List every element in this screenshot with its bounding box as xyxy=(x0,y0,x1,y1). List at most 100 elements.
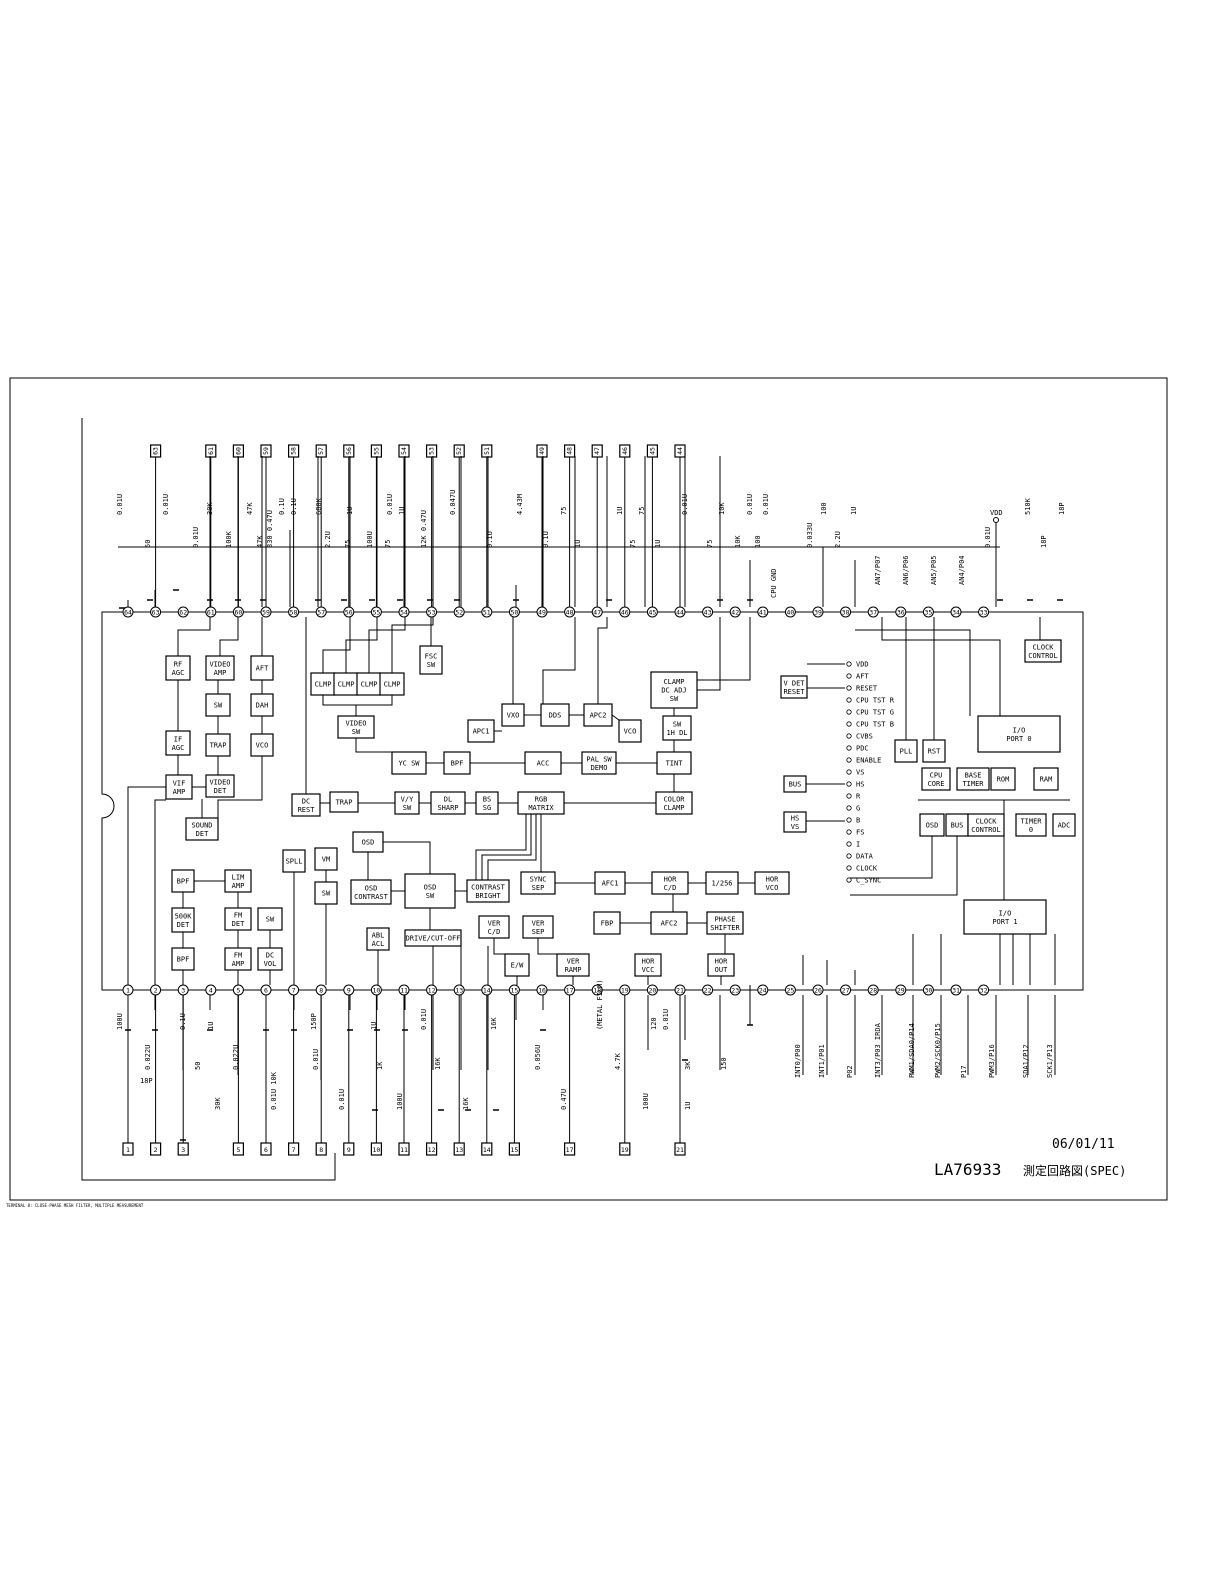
terminal-63 xyxy=(150,444,162,458)
component-value: 0.047U xyxy=(449,490,457,515)
terminal-59 xyxy=(260,444,272,458)
pin-label: 23 xyxy=(731,987,739,995)
block-vco-1 xyxy=(250,733,274,757)
pin-label: 30 xyxy=(924,987,932,995)
block-vy-sw xyxy=(394,791,420,815)
component-value: 0.033U xyxy=(806,523,814,548)
block-video-det xyxy=(205,774,235,798)
component-value: 1U xyxy=(574,540,582,548)
terminal-55 xyxy=(370,444,382,458)
block-label: TRAP xyxy=(336,799,353,807)
block-label: SW xyxy=(673,720,682,728)
port-pin-label: INT0/P00 xyxy=(794,1044,802,1078)
drawing-date: 06/01/11 xyxy=(1052,1137,1115,1152)
terminal-54 xyxy=(398,444,410,458)
block-label: HOR xyxy=(642,957,655,965)
block-label: APC1 xyxy=(473,728,490,736)
block-label: SOUND xyxy=(191,821,212,829)
pin-label: 60 xyxy=(234,609,242,617)
component-value: AN6/P06 xyxy=(902,555,910,585)
pin-label: 56 xyxy=(345,609,353,617)
block-label: AFC1 xyxy=(602,880,619,888)
block-label: DET xyxy=(214,787,227,795)
component-value: 4.7K xyxy=(614,1052,622,1070)
component-value: 2.2U xyxy=(834,531,842,548)
block-dds xyxy=(540,703,570,727)
component-value: 75 xyxy=(344,540,352,548)
component-value: 100 xyxy=(754,535,762,548)
pin-label: 24 xyxy=(759,987,767,995)
component-value: 1U xyxy=(398,507,406,515)
component-value: 4.43M xyxy=(516,494,524,515)
terminal-label: 53 xyxy=(428,447,436,455)
signal-reset: RESET xyxy=(856,685,878,693)
block-sw-3 xyxy=(257,907,283,931)
block-osd-2 xyxy=(919,813,945,837)
block-label: CPU xyxy=(930,771,943,779)
block-rgb-matrix xyxy=(517,791,565,815)
block-label: SW xyxy=(352,728,361,736)
block-label: HOR xyxy=(664,875,677,883)
port-pin-label: P17 xyxy=(960,1065,968,1078)
block-vxo xyxy=(501,703,525,727)
signal-node xyxy=(846,745,852,751)
component-value: 1U xyxy=(684,1102,692,1110)
block-label: SW xyxy=(266,916,275,924)
pin-label: 43 xyxy=(704,609,712,617)
terminal-49 xyxy=(536,444,548,458)
block-label: BPF xyxy=(177,956,190,964)
component-value: 75 xyxy=(706,540,714,548)
block-bpf-1 xyxy=(443,751,471,775)
block-cpu-core xyxy=(921,767,951,791)
port-pin-label: SCK1/P13 xyxy=(1046,1044,1054,1078)
terminal-label: 52 xyxy=(455,447,463,455)
signal-aft: AFT xyxy=(856,673,869,681)
pin-label: 27 xyxy=(842,987,850,995)
block-label: CLMP xyxy=(361,681,378,689)
port-pin-label: PWM1/SDA0/P14 xyxy=(908,1023,916,1078)
block-hor-vcc xyxy=(634,953,662,977)
block-acc xyxy=(524,751,562,775)
component-value: 100U xyxy=(366,531,374,548)
terminal-label: 12 xyxy=(428,1146,436,1154)
block-label: BPF xyxy=(177,878,190,886)
block-label: BS xyxy=(483,795,491,803)
block-tint xyxy=(656,751,692,775)
pin-label: 40 xyxy=(786,609,794,617)
block-ew xyxy=(504,953,530,977)
vdd-node xyxy=(993,517,999,523)
terminal-7 xyxy=(288,1142,300,1156)
block-label: SPLL xyxy=(286,858,303,866)
component-value: 0.01U xyxy=(162,494,170,515)
block-dl-sharp xyxy=(430,791,466,815)
pin-24 xyxy=(757,984,769,996)
block-label: OSD xyxy=(362,839,375,847)
block-label: AMP xyxy=(214,669,227,677)
component-value: 0.01U xyxy=(420,1009,428,1030)
component-value: 10K xyxy=(734,535,742,548)
block-label: SHARP xyxy=(437,804,458,812)
block-label: RESET xyxy=(783,688,805,696)
pin-41 xyxy=(757,606,769,618)
terminal-57 xyxy=(315,444,327,458)
block-label: DC ADJ xyxy=(661,687,686,695)
signal-node xyxy=(846,793,852,799)
block-label: 500K xyxy=(175,912,193,920)
block-label: VM xyxy=(322,856,330,864)
pin-label: 42 xyxy=(731,609,739,617)
pin-16 xyxy=(536,984,548,996)
pin-label: 58 xyxy=(290,609,298,617)
signal-node xyxy=(846,817,852,823)
component-value: 3K xyxy=(684,1061,692,1070)
pin-label: 37 xyxy=(869,609,877,617)
terminal-51 xyxy=(481,444,493,458)
block-bpf-3 xyxy=(171,947,195,971)
block-pal-sw-demo xyxy=(581,751,617,775)
block-label: HOR xyxy=(715,957,728,965)
signal-node xyxy=(846,661,852,667)
terminal-56 xyxy=(343,444,355,458)
block-sound-det xyxy=(185,817,219,841)
block-label: AGC xyxy=(172,744,185,752)
